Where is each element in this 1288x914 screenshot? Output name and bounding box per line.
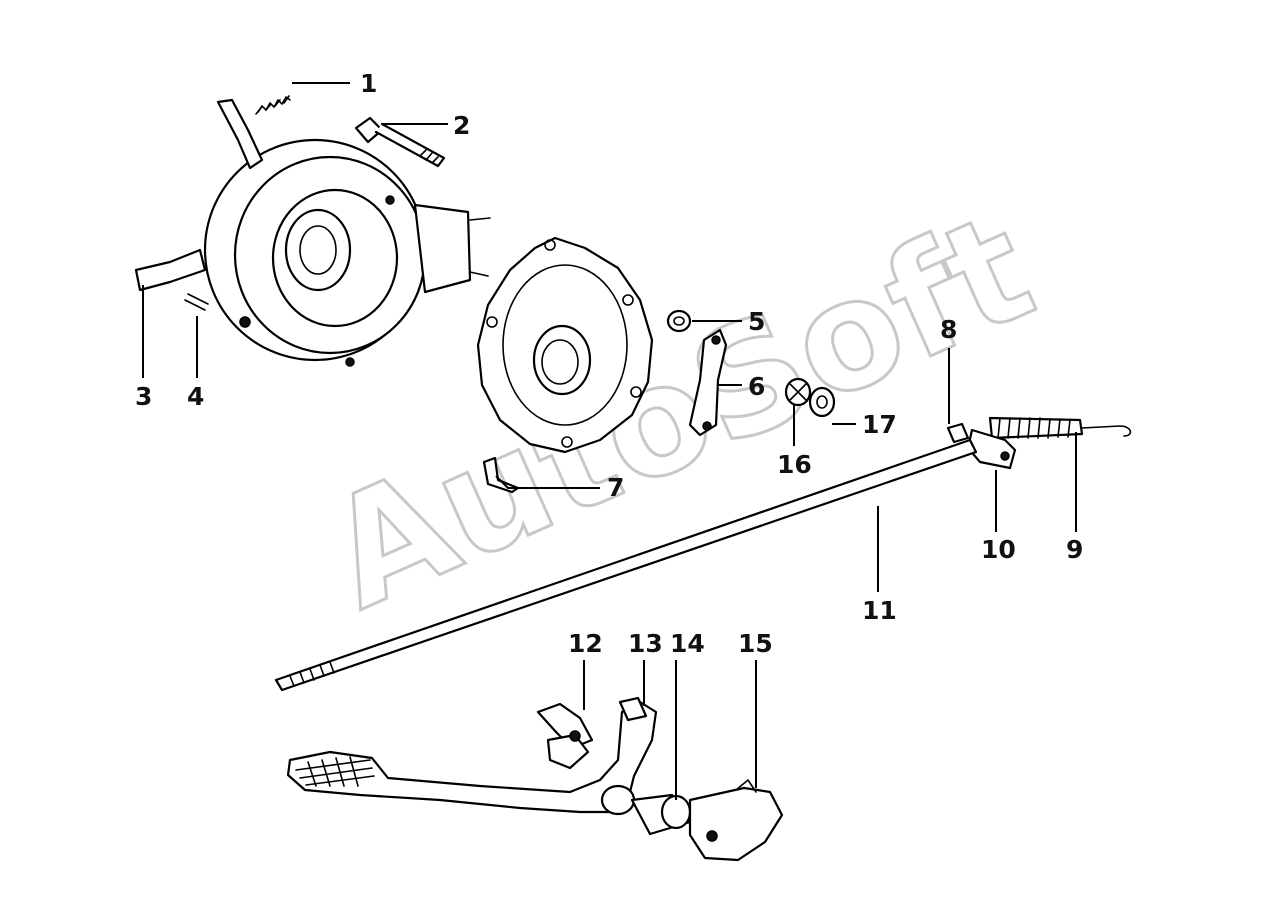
callout-13: 13 <box>628 629 663 658</box>
part-bushing-13 <box>618 696 648 722</box>
part-pin-8 <box>946 422 970 444</box>
callout-1: 1 <box>360 69 377 98</box>
brake-pedal <box>286 700 658 816</box>
callout-16: 16 <box>777 450 812 479</box>
callout-labels: 1 2 3 4 5 6 7 8 9 10 11 12 13 14 15 16 1… <box>135 69 1083 658</box>
callout-14: 14 <box>670 629 705 658</box>
part-rod-11 <box>274 438 978 692</box>
leader-lines <box>142 82 1077 800</box>
callout-9: 9 <box>1066 535 1083 564</box>
callout-7: 7 <box>607 473 624 502</box>
callout-12: 12 <box>568 629 603 658</box>
part-spring-9 <box>988 416 1132 440</box>
callout-17: 17 <box>862 410 897 439</box>
callout-4: 4 <box>187 382 204 411</box>
callout-8: 8 <box>940 315 957 344</box>
part-cam-15 <box>688 778 784 862</box>
callout-5: 5 <box>748 307 765 336</box>
callout-2: 2 <box>453 111 470 140</box>
callout-3: 3 <box>135 382 152 411</box>
part-nut-17 <box>808 386 836 418</box>
brake-drum-assembly <box>134 98 491 367</box>
callout-11: 11 <box>862 596 897 625</box>
callout-6: 6 <box>748 372 765 401</box>
brake-plate <box>476 236 654 454</box>
part-wingnut-12 <box>536 702 594 770</box>
part-nut-5 <box>666 309 692 333</box>
part-sleeve-14 <box>630 793 692 836</box>
part-washer-16 <box>784 377 812 407</box>
callout-10: 10 <box>981 535 1016 564</box>
part-bolt-2 <box>354 116 446 168</box>
part-lever-6 <box>688 328 728 437</box>
part-spring-1 <box>255 95 291 115</box>
callout-15: 15 <box>738 629 773 658</box>
